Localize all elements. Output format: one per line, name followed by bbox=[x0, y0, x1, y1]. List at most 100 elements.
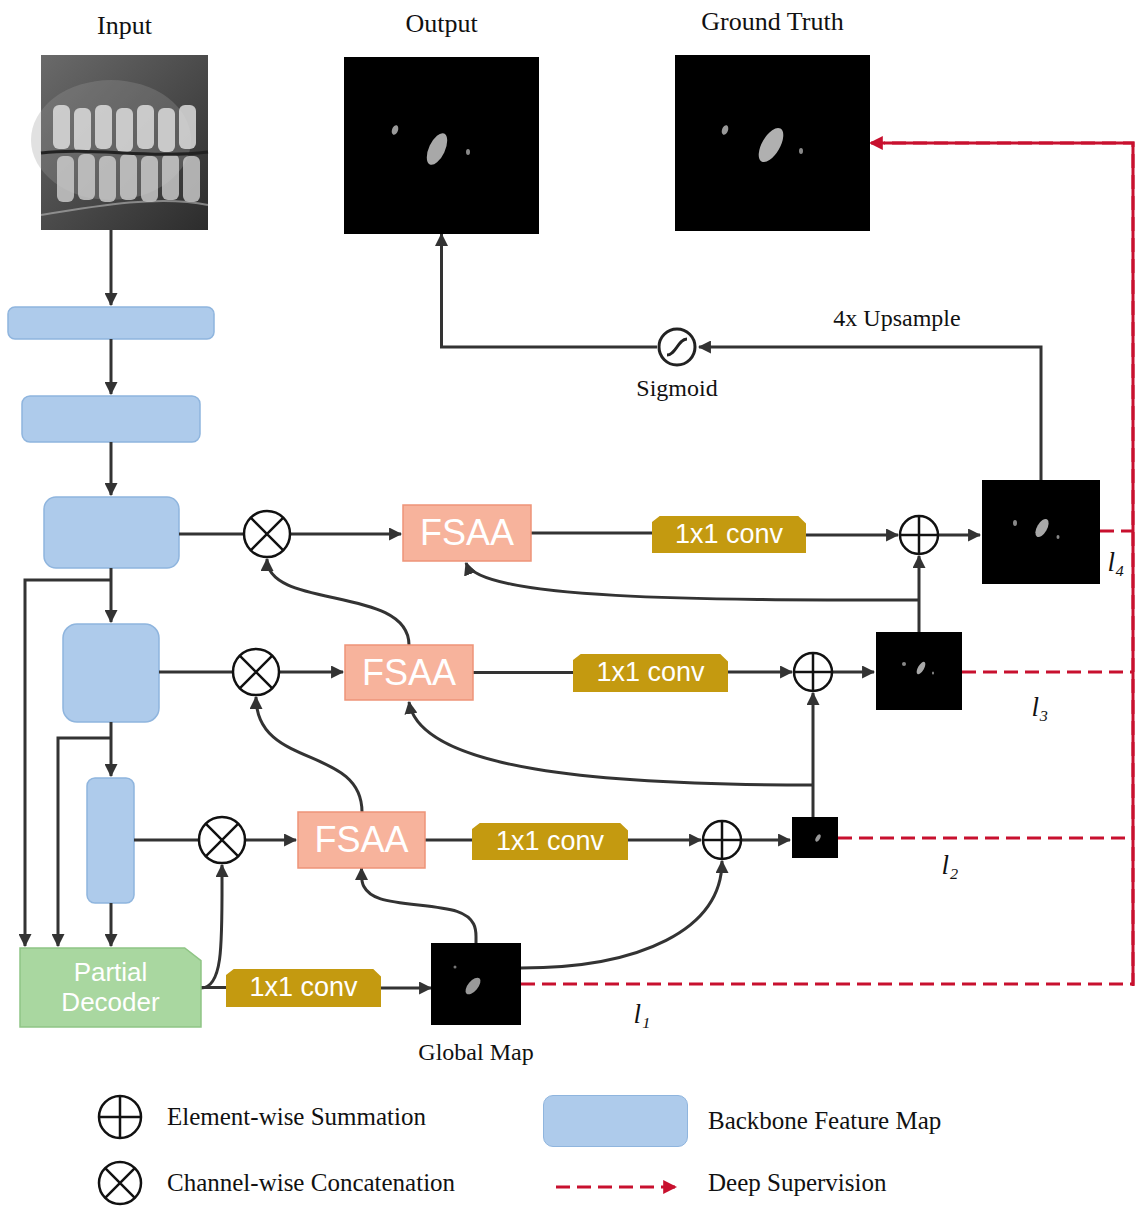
tooth bbox=[162, 154, 179, 200]
box-label: 1x1 conv bbox=[596, 657, 704, 688]
map-ground bbox=[344, 57, 539, 234]
box-label: 1x1 conv bbox=[675, 519, 783, 550]
tooth bbox=[99, 156, 116, 202]
input-image-graphic bbox=[41, 55, 208, 230]
tooth bbox=[120, 154, 137, 200]
deep-supervision-line bbox=[1100, 530, 1133, 533]
tooth bbox=[78, 154, 95, 200]
wire bbox=[110, 568, 113, 622]
lesion-blob bbox=[466, 149, 470, 155]
concat-symbol bbox=[244, 511, 290, 557]
concat-symbol bbox=[99, 511, 290, 1204]
tooth bbox=[179, 105, 196, 149]
sum-symbol bbox=[794, 653, 832, 691]
sigmoid-curve bbox=[667, 339, 687, 355]
conv-shape bbox=[472, 823, 628, 860]
concat-symbol bbox=[105, 1168, 135, 1198]
box-label: Partial Decoder bbox=[28, 958, 193, 1018]
legend-swatch bbox=[543, 1095, 688, 1147]
feature-map bbox=[1033, 517, 1052, 539]
tooth bbox=[95, 105, 112, 149]
wire bbox=[466, 563, 919, 600]
fsaa-box: FSAA bbox=[298, 812, 425, 868]
box-label: FSAA bbox=[362, 652, 456, 693]
wire bbox=[267, 559, 409, 645]
wire bbox=[741, 839, 790, 842]
backbone-feature-map bbox=[63, 624, 159, 722]
wire bbox=[58, 738, 111, 946]
deep-supervision-line bbox=[556, 1186, 676, 1189]
sum-symbol bbox=[703, 821, 741, 859]
wire bbox=[699, 347, 1041, 480]
flow-connector bbox=[381, 987, 431, 990]
concat-symbol bbox=[233, 649, 279, 695]
backbone-feature-map bbox=[8, 307, 214, 903]
wire bbox=[290, 533, 401, 536]
feature-map bbox=[1057, 535, 1060, 539]
sum-symbol bbox=[99, 516, 938, 1138]
tooth bbox=[141, 156, 158, 202]
heading-slot: Global Map bbox=[231, 1039, 721, 1067]
label-slot: l₁ bbox=[634, 1000, 651, 1030]
deep-supervision-line bbox=[962, 671, 1133, 674]
backbone-feature-map bbox=[22, 396, 200, 442]
label-slot: l₂ bbox=[942, 851, 959, 881]
supervision-bus-line bbox=[884, 143, 1133, 986]
sigmoid-circle bbox=[659, 329, 695, 365]
lesion-blob bbox=[390, 124, 399, 135]
concat-symbol bbox=[251, 518, 284, 551]
image-heading: Global Map bbox=[418, 1039, 533, 1067]
concat-symbol bbox=[99, 1162, 141, 1204]
flow-connector bbox=[425, 839, 472, 842]
map-ground bbox=[675, 55, 870, 231]
box-label: FSAA bbox=[420, 512, 514, 553]
tooth bbox=[53, 105, 70, 149]
sum-symbol bbox=[99, 1096, 141, 1138]
output-map-graphic bbox=[344, 57, 539, 234]
wire bbox=[256, 697, 362, 812]
wire bbox=[110, 230, 113, 305]
heading-slot: Output bbox=[144, 9, 739, 39]
wire bbox=[245, 839, 296, 842]
output-map: Output bbox=[344, 57, 539, 234]
decoder-box: Partial Decoder bbox=[20, 948, 201, 1027]
input-image: Input bbox=[41, 55, 208, 230]
wire bbox=[25, 230, 1041, 988]
label-slot: 4x Upsample bbox=[833, 305, 960, 331]
bite-line bbox=[41, 151, 208, 154]
wire bbox=[179, 533, 244, 536]
loss-symbol: l₃ bbox=[1032, 693, 1049, 723]
wire bbox=[728, 671, 792, 674]
global-map: Global Map bbox=[431, 943, 521, 1025]
legend-slot: Element-wise Summation bbox=[167, 1103, 426, 1132]
decoder-shape bbox=[20, 948, 201, 1027]
wire bbox=[628, 839, 701, 842]
sigmoid-node: Sigmoid bbox=[657, 327, 697, 367]
flow-connector bbox=[531, 532, 652, 535]
lesion-blob bbox=[799, 148, 803, 154]
feature-map bbox=[876, 632, 962, 710]
wire bbox=[279, 671, 343, 674]
concat-symbol bbox=[199, 817, 245, 863]
feature-map bbox=[932, 672, 934, 675]
wire bbox=[159, 671, 233, 674]
flow-connector bbox=[473, 671, 573, 674]
legend-text: Backbone Feature Map bbox=[708, 1107, 941, 1136]
legend-slot: Deep Supervision bbox=[708, 1169, 886, 1198]
feature-map bbox=[792, 480, 1100, 858]
loss-symbol: l₂ bbox=[942, 851, 959, 881]
lesion-blob bbox=[423, 130, 452, 168]
loss-symbol: l₁ bbox=[634, 1000, 651, 1030]
sum-symbol bbox=[99, 1096, 141, 1138]
conv-box: 1x1 conv bbox=[573, 654, 728, 692]
conv-shape bbox=[226, 969, 381, 1007]
ground-truth-map: Ground Truth bbox=[675, 55, 870, 231]
wire bbox=[25, 580, 111, 946]
feature-map bbox=[814, 834, 821, 843]
feature-map bbox=[1013, 520, 1017, 526]
upsample-note: 4x Upsample bbox=[833, 305, 960, 331]
jaw-edge bbox=[41, 201, 208, 215]
fsaa-shape bbox=[403, 505, 531, 561]
